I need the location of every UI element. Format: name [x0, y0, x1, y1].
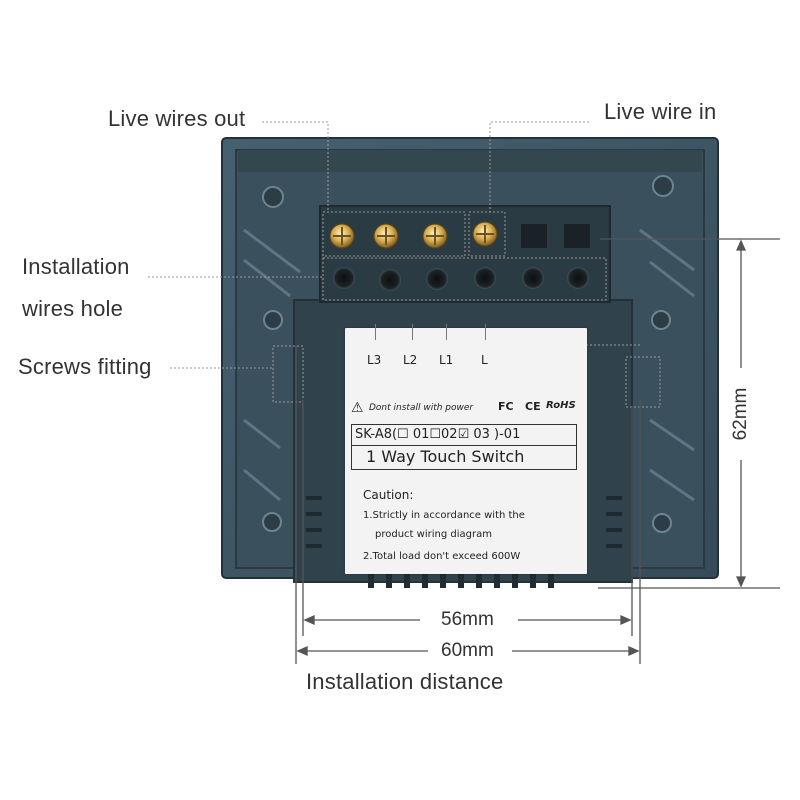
dimension-outer-width: 60mm	[441, 640, 494, 661]
cert-ce: CE	[525, 400, 541, 413]
dimension-inner-width: 56mm	[441, 609, 494, 630]
product-label: L3 L2 L1 L ⚠ Dont install with power FC …	[345, 324, 587, 574]
caution-line-2: product wiring diagram	[375, 529, 492, 540]
corner-holes	[262, 175, 674, 533]
terminal-label-l1: L1	[439, 353, 454, 367]
housing-ribs	[243, 228, 695, 502]
product-name: 1 Way Touch Switch	[366, 447, 525, 466]
terminal-screws	[329, 221, 590, 249]
callout-live-wire-in: Live wire in	[604, 99, 717, 124]
callout-lines	[148, 121, 661, 408]
caution-line-3: 2.Total load don't exceed 600W	[363, 551, 521, 562]
callout-installation-distance: Installation distance	[306, 669, 504, 694]
model-box: SK-A8(☐ 01☐02☑ 03 )-01 1 Way Touch Switc…	[351, 424, 577, 470]
callout-screws-fitting: Screws fitting	[18, 354, 152, 379]
callout-installation: Installation	[22, 254, 130, 279]
model-number: SK-A8(☐ 01☐02☑ 03 )-01	[355, 427, 521, 442]
terminal-label-l: L	[481, 353, 488, 367]
warning-icon: ⚠	[351, 400, 364, 416]
dimension-lines	[295, 238, 780, 664]
dimension-height: 62mm	[730, 387, 751, 441]
cert-fc: FC	[498, 400, 514, 413]
caution-title: Caution:	[363, 488, 414, 502]
cert-rohs: RoHS	[546, 400, 576, 411]
vent-slots	[306, 496, 622, 548]
caution-line-1: 1.Strictly in accordance with the	[363, 510, 525, 521]
callout-live-wires-out: Live wires out	[108, 106, 246, 131]
callout-wires-hole: wires hole	[22, 296, 124, 321]
warning-text: Dont install with power	[369, 403, 474, 413]
terminal-label-l3: L3	[367, 353, 382, 367]
terminal-label-l2: L2	[403, 353, 418, 367]
bottom-teeth	[368, 572, 554, 588]
wire-holes	[333, 267, 589, 291]
